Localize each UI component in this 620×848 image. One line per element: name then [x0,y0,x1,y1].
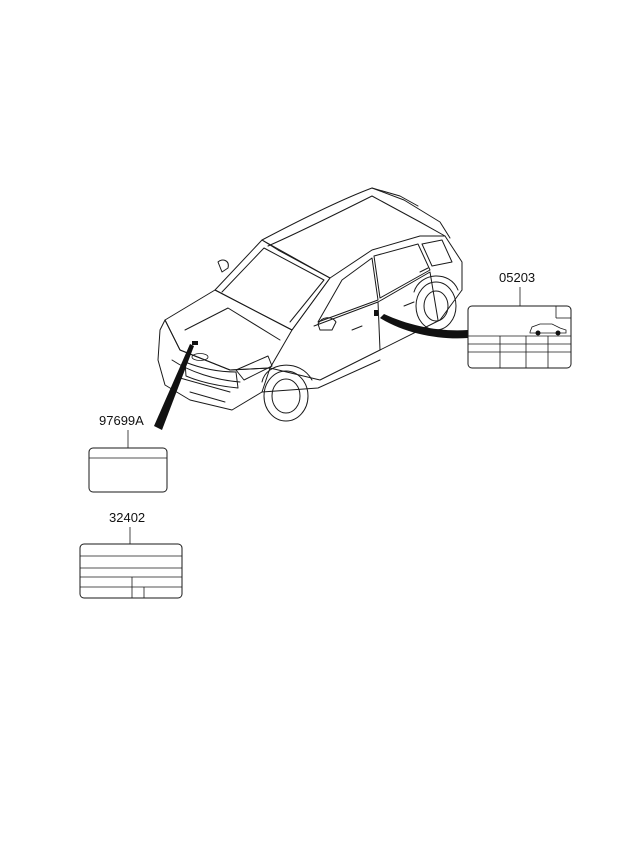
part-number-05203: 05203 [499,270,535,285]
label-05203 [467,305,572,369]
car-pictogram-icon [529,323,567,336]
hood-label-marker [192,341,198,345]
car-illustration [157,187,463,422]
label-32402 [79,543,183,599]
part-number-32402: 32402 [109,510,145,525]
label-97699A [88,447,168,493]
door-label-marker [374,310,378,316]
leader-left [154,344,194,430]
part-number-97699A: 97699A [99,413,144,428]
leader-right [380,314,468,339]
